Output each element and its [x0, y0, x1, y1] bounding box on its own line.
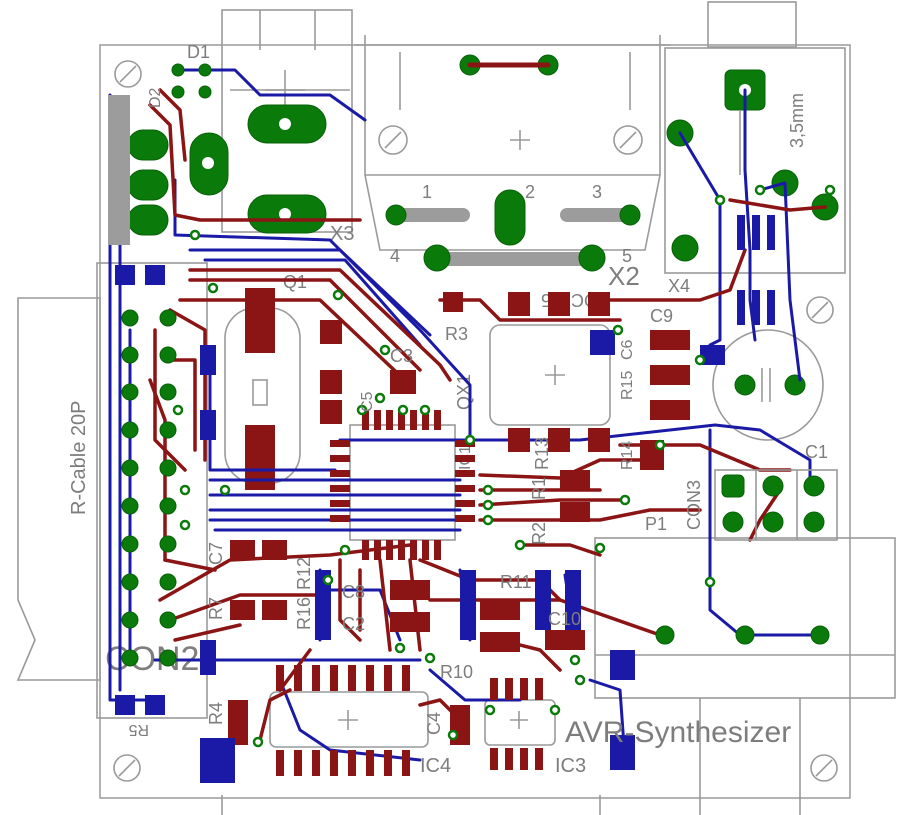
p1-label: P1	[645, 514, 667, 534]
through-hole-pads	[108, 63, 838, 667]
c8-label: C8	[342, 582, 365, 602]
r15-label: R15	[619, 371, 636, 400]
r10-label: R10	[440, 662, 473, 682]
c4-label: C4	[424, 712, 444, 735]
component-labels: D1 D2 R3 C9 C3 C5 R13 R14 R15 C6 CON3 P1…	[128, 42, 791, 749]
c9-label: C9	[650, 306, 673, 326]
c5-label: C5	[359, 391, 376, 412]
ic3-label: IC3	[555, 755, 586, 777]
x2-pin4: 4	[390, 246, 400, 266]
q1-label: Q1	[283, 272, 307, 292]
d1-label: D1	[187, 42, 210, 62]
r5-label: R5	[128, 721, 149, 738]
cable-label: R-Cable 20P	[68, 400, 90, 515]
r3-label: R3	[445, 324, 468, 344]
x3-label: X3	[330, 223, 354, 245]
x2-pin3: 3	[592, 182, 602, 202]
r11-label: R11	[500, 572, 532, 592]
x2-pin5: 5	[622, 246, 632, 266]
ic4-label: IC4	[420, 755, 451, 777]
r2-label: R2	[529, 522, 549, 545]
r4-label: R4	[206, 702, 226, 725]
d2-label: D2	[147, 87, 164, 108]
bottom-right-outlines	[221, 537, 896, 815]
r14-label: R14	[619, 441, 636, 470]
x2-din-connector: 1 2 3 4 5 X2	[355, 35, 670, 291]
r12-label: R12	[294, 557, 314, 590]
c6-label: C6	[619, 339, 636, 360]
c1-label: C1	[805, 442, 828, 462]
c2-label: C2	[342, 614, 365, 634]
r13-label: R13	[532, 437, 552, 470]
smd-pads	[115, 265, 725, 783]
c10-label: C10	[548, 609, 581, 629]
x3-power-jack: X3	[189, 9, 354, 245]
vias	[172, 184, 836, 748]
board-title: AVR-Synthesizer	[565, 716, 791, 749]
mounting-holes	[113, 60, 838, 782]
x2-label: X2	[608, 261, 640, 291]
x4-label: X4	[668, 276, 690, 296]
x2-pin2: 2	[525, 182, 535, 202]
ic3-chip: IC3	[484, 699, 586, 777]
jack-label: 3,5mm	[787, 93, 807, 148]
c7-label: C7	[206, 542, 226, 565]
c3-label: C3	[390, 346, 413, 366]
c1-capacitor: C1	[712, 329, 828, 462]
r7-label: R7	[206, 597, 226, 620]
ic4-chip: IC4	[269, 691, 451, 777]
top-copper-traces	[148, 88, 827, 742]
r1-label: R1	[529, 477, 549, 500]
x2-pin1: 1	[422, 182, 432, 202]
r16-label: R16	[294, 597, 314, 630]
ic-pins	[276, 215, 775, 776]
bottom-copper-traces	[108, 68, 822, 762]
con3-label: CON3	[684, 480, 704, 530]
